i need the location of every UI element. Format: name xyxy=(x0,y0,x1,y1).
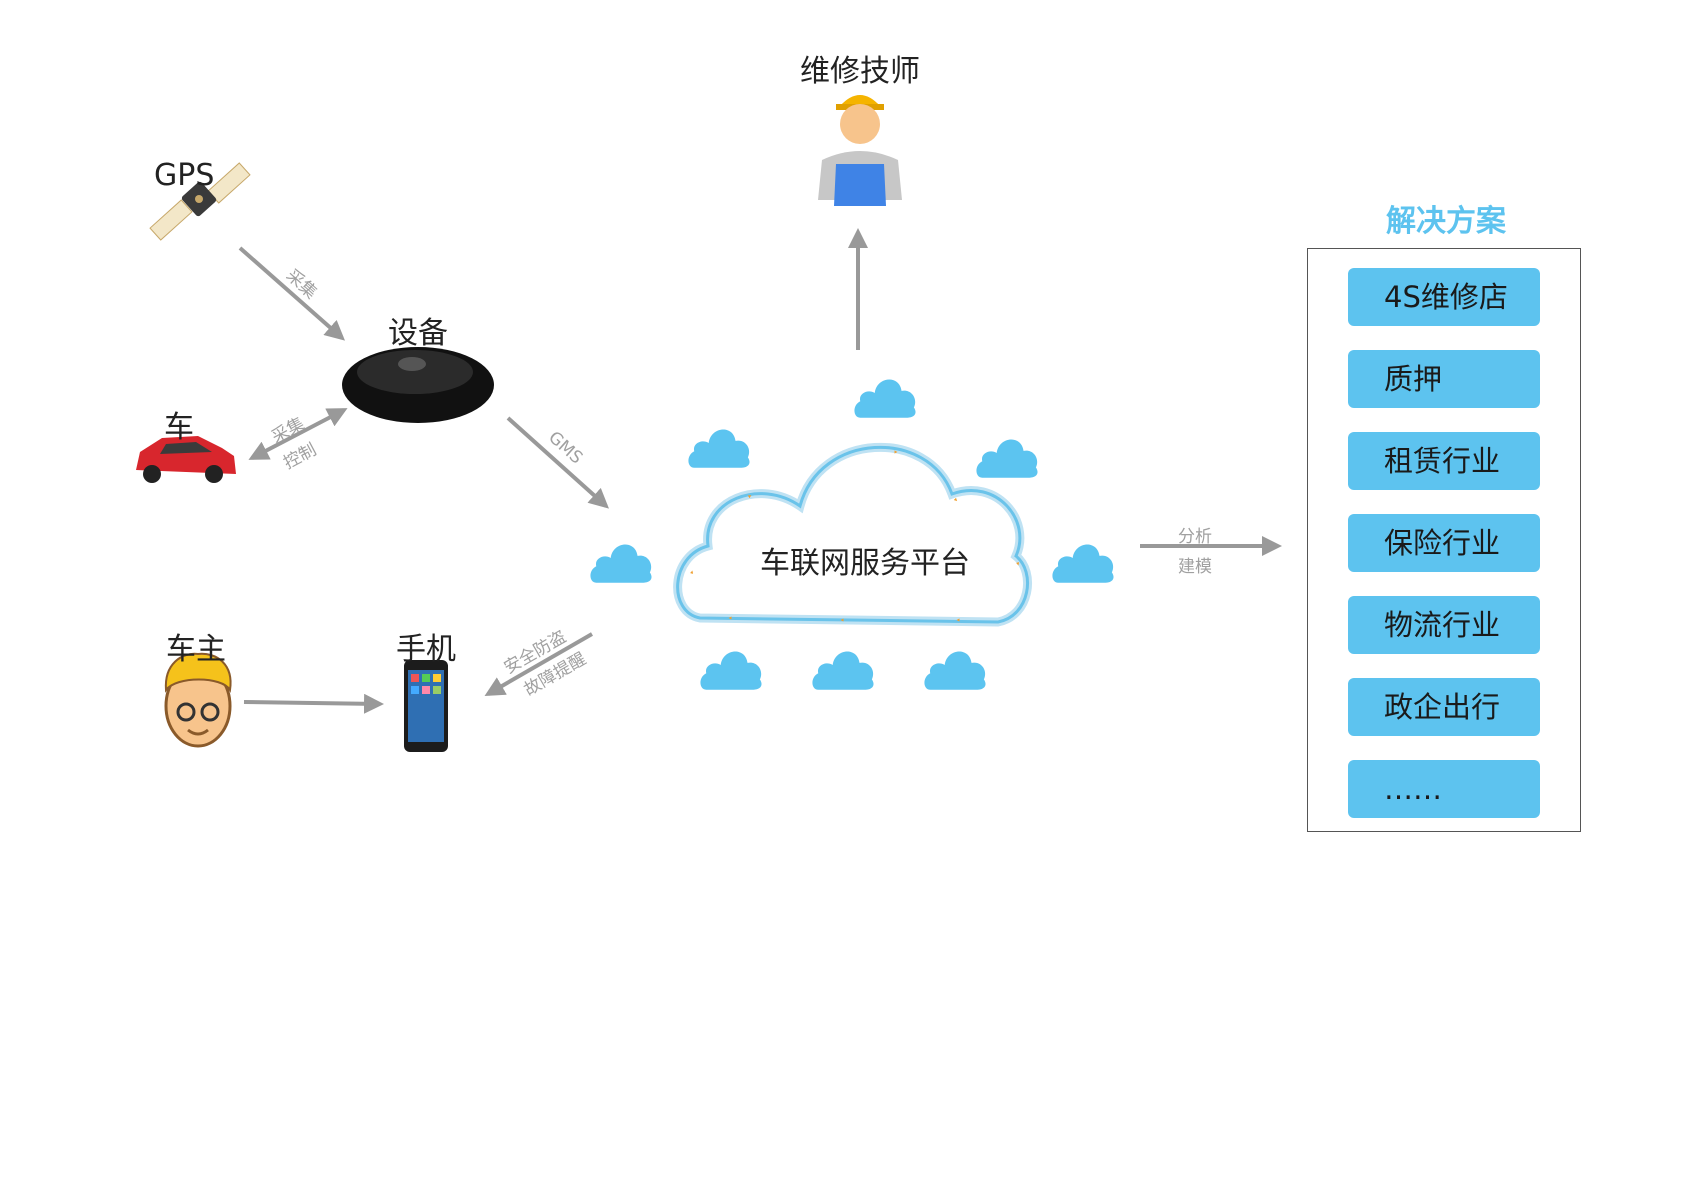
cloud-icon xyxy=(854,379,916,418)
solution-item[interactable]: 4S维修店 xyxy=(1348,268,1540,326)
phone-icon xyxy=(404,660,448,752)
platform-label: 车联网服务平台 xyxy=(760,546,970,581)
device-label: 设备 xyxy=(388,316,448,351)
arrow-device-to-platform xyxy=(506,416,609,509)
arrow-platform-to-phone xyxy=(484,632,593,696)
technician-icon xyxy=(818,95,902,206)
cloud-icon xyxy=(688,429,750,468)
owner-label: 车主 xyxy=(166,632,226,667)
car-icon xyxy=(136,436,236,483)
modeling-label: 建模 xyxy=(1178,557,1212,577)
satellite-icon xyxy=(149,162,251,241)
platform-cloud xyxy=(673,443,1032,627)
arrow-owner-to-phone xyxy=(243,693,384,714)
phone-label: 手机 xyxy=(396,632,456,667)
cloud-icon xyxy=(812,651,874,690)
cloud-icon xyxy=(700,651,762,690)
solutions-panel xyxy=(1307,248,1581,832)
cloud-icon xyxy=(590,544,652,583)
solution-item[interactable]: 物流行业 xyxy=(1348,596,1540,654)
solution-item[interactable]: …… xyxy=(1348,760,1540,818)
arrow-device-car xyxy=(248,408,348,460)
solution-item[interactable]: 租赁行业 xyxy=(1348,432,1540,490)
cloud-icon xyxy=(1052,544,1114,583)
device-icon xyxy=(342,347,494,423)
owner-avatar-icon xyxy=(164,652,232,748)
solution-item[interactable]: 保险行业 xyxy=(1348,514,1540,572)
solution-item[interactable]: 政企出行 xyxy=(1348,678,1540,736)
cloud-icon xyxy=(976,439,1038,478)
car-label: 车 xyxy=(164,410,194,445)
gps-label: GPS xyxy=(154,158,215,193)
cloud-icon xyxy=(924,651,986,690)
technician-label: 维修技师 xyxy=(800,54,920,89)
solution-item[interactable]: 质押 xyxy=(1348,350,1540,408)
analysis-label: 分析 xyxy=(1178,527,1212,547)
arrow-gps-to-device xyxy=(238,246,345,341)
solutions-title: 解决方案 xyxy=(1386,204,1506,239)
